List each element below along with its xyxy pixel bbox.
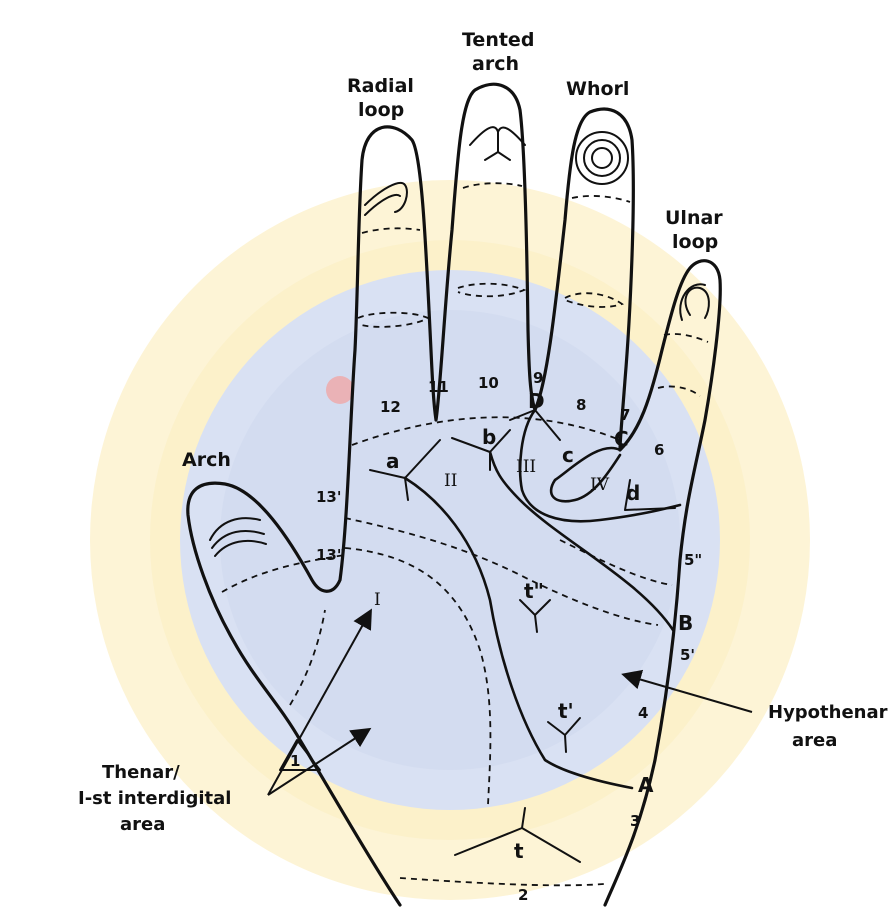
- label-tented-arch-line2: arch: [472, 53, 519, 75]
- tented-arch-pattern-icon: [470, 127, 525, 160]
- region-number: 8: [576, 396, 586, 414]
- label-arch: Arch: [182, 449, 231, 471]
- region-number: 13': [316, 488, 341, 506]
- triradius-label: t: [514, 839, 524, 863]
- main-line-ending: D: [528, 389, 545, 413]
- main-line-ending: B: [678, 611, 693, 635]
- whorl-pattern-icon: [576, 132, 628, 184]
- flexion-crease: [572, 196, 630, 202]
- region-number: 12: [380, 398, 401, 416]
- region-number: 3: [630, 812, 640, 830]
- label-radial-loop-line2: loop: [358, 99, 404, 121]
- triradius-label: c: [562, 443, 574, 467]
- label-hypothenar-line2: area: [792, 730, 837, 751]
- interdigital-area-numeral: II: [444, 471, 457, 491]
- interdigital-area-numeral: III: [516, 457, 536, 477]
- region-number: 5": [684, 551, 702, 569]
- main-line-ending: A: [638, 773, 654, 797]
- region-number: 5': [680, 646, 695, 664]
- triradius-label: t": [524, 579, 544, 603]
- region-number: 13": [316, 546, 345, 564]
- interdigital-area-numeral: I: [374, 590, 381, 610]
- region-number: 2: [518, 886, 528, 904]
- label-hypothenar-line1: Hypothenar: [768, 702, 888, 723]
- region-number: 6: [654, 441, 664, 459]
- triradius-label: a: [386, 449, 400, 473]
- label-ulnar-loop-line2: loop: [672, 231, 718, 253]
- region-number: 11: [428, 378, 449, 396]
- label-ulnar-loop-line1: Ulnar: [665, 207, 723, 229]
- label-thenar-line2: I-st interdigital: [78, 788, 231, 809]
- region-number: 10: [478, 374, 499, 392]
- region-number: 4: [638, 704, 648, 722]
- main-line-ending: C: [614, 427, 629, 451]
- label-radial-loop-line1: Radial: [347, 75, 414, 97]
- label-thenar-line3: area: [120, 814, 165, 835]
- label-thenar-line1: Thenar/: [102, 762, 180, 783]
- triradius-label: t': [558, 699, 574, 723]
- region-number: 7: [620, 406, 630, 424]
- region-number: 1: [290, 752, 300, 770]
- interdigital-area-numeral: IV: [590, 475, 610, 495]
- region-number: 9: [533, 369, 543, 387]
- triradius-label: d: [626, 481, 640, 505]
- label-whorl: Whorl: [566, 78, 629, 100]
- triradius-label: b: [482, 425, 496, 449]
- label-tented-arch-line1: Tented: [462, 29, 534, 51]
